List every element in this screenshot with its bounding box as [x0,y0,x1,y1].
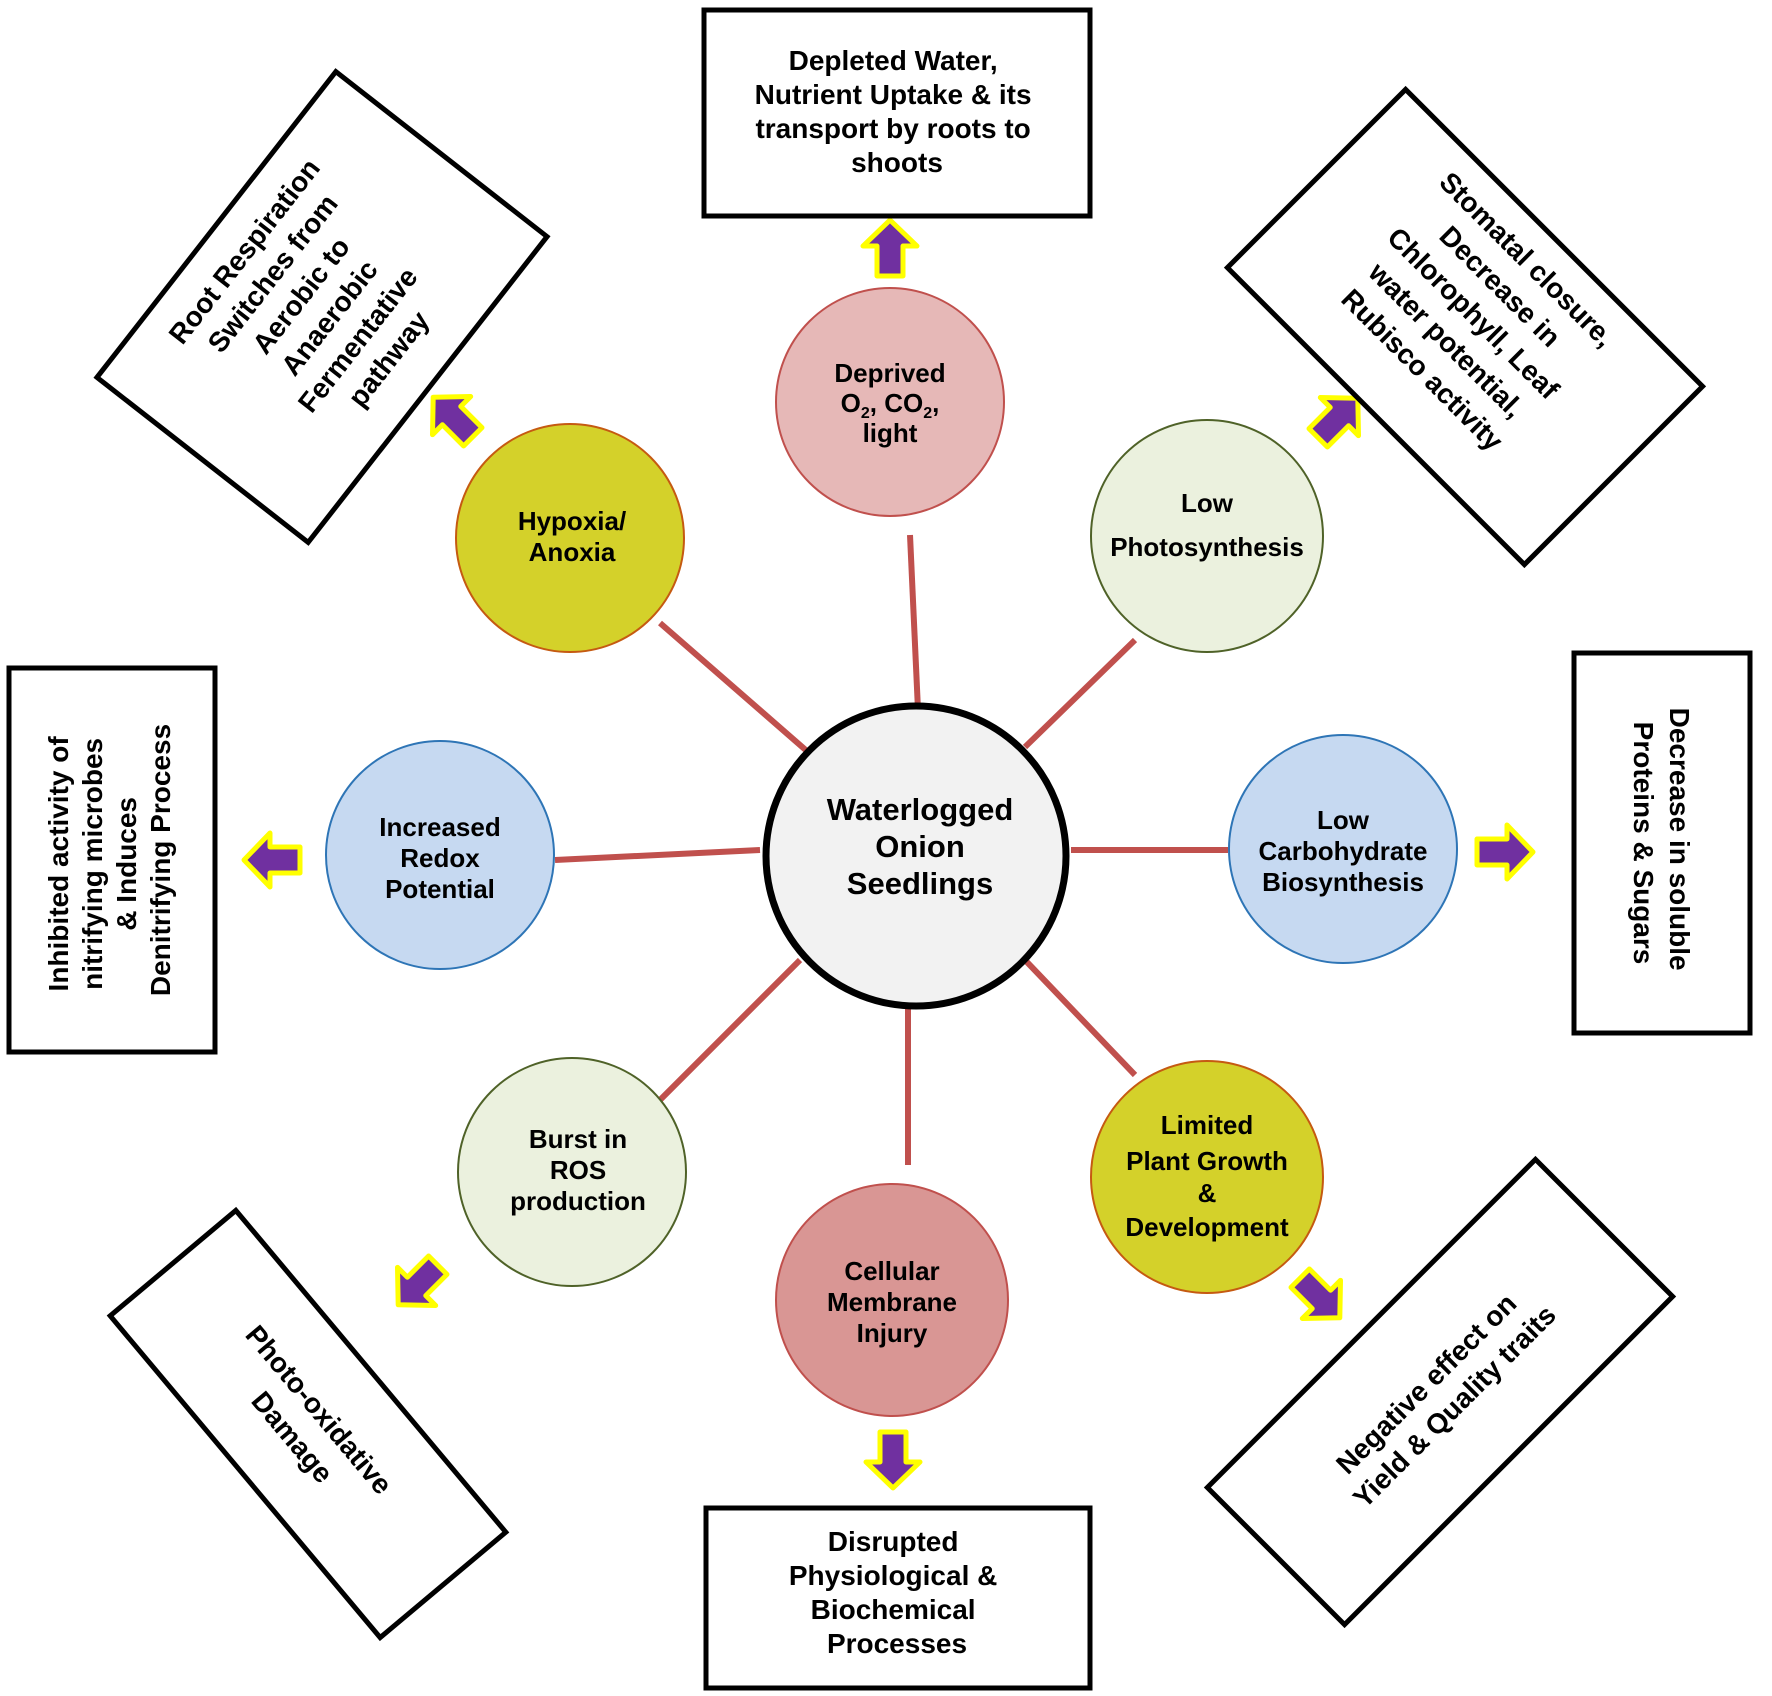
arrow-up-right-icon [1306,394,1362,450]
arrow-down-icon [863,1429,923,1491]
arrow-down-right-icon [1288,1266,1344,1322]
spoke-redox [554,847,761,863]
svg-text:Increased: Increased [379,812,500,842]
box-depleted-water: Depleted Water, Nutrient Uptake & its tr… [701,7,1093,219]
svg-text:Anoxia: Anoxia [529,537,616,567]
node-ros: Burst in ROS production [457,1057,687,1287]
node-redox: Increased Redox Potential [325,740,555,970]
svg-text:&: & [1198,1178,1217,1208]
svg-text:Decrease in soluble Pr: Decrease in soluble Proteins & Sugars [1628,708,1695,979]
node-deprived-line-1: Deprived [834,358,945,388]
arrow-up-left-icon [429,393,485,449]
box-yield: Negative effect on Yield & Quality trait… [1203,1155,1677,1629]
spokes [554,534,1228,1165]
box-respiration: Root Respiration Switches from Aerobic t… [93,68,551,546]
arrow-down-left-icon [394,1253,450,1309]
box-soluble: Decrease in soluble Proteins & Sugars [1571,650,1753,1036]
node-deprived-line-3: light [863,418,918,448]
svg-text:Plant Growth: Plant Growth [1126,1146,1288,1176]
svg-text:Potential: Potential [385,874,495,904]
node-carbohydrate: Low Carbohydrate Biosynthesis [1228,734,1458,964]
svg-text:Development: Development [1125,1212,1289,1242]
svg-text:Burst in: Burst in [529,1124,627,1154]
svg-text:Redox: Redox [400,843,480,873]
node-membrane: Cellular Membrane Injury [775,1183,1009,1417]
svg-text:Inhibited activity of: Inhibited activity of nitrifying microbe… [43,724,176,996]
node-deprived-line-2: O2, CO2, [841,388,940,422]
arrow-left-icon [241,830,303,890]
box-disrupted: Disrupted Physiological & Biochemical Pr… [703,1505,1093,1691]
arrow-up-icon [860,217,920,279]
spoke-growth [1022,957,1138,1078]
node-deprived: Deprived O2, CO2, light [775,287,1005,517]
svg-text:Limited: Limited [1161,1110,1253,1140]
svg-text:Hypoxia/: Hypoxia/ [518,506,626,536]
svg-text:ROS: ROS [550,1155,606,1185]
node-photosynthesis: Low Photosynthesis [1090,419,1324,653]
effect-nodes: Deprived O2, CO2, light Low Photosynthes… [325,287,1458,1417]
box-nitrifying: Inhibited activity of nitrifying microbe… [6,665,218,1055]
spoke-deprived [907,534,921,711]
svg-text:production: production [510,1186,646,1216]
svg-text:Cellular: Cellular [844,1256,939,1286]
arrows [241,217,1536,1491]
svg-text:Biosynthesis: Biosynthesis [1262,867,1424,897]
center-title-line-1: Waterlogged [827,792,1014,827]
node-growth: Limited Plant Growth & Development [1090,1060,1324,1294]
spoke-photosynthesis [1022,637,1138,750]
svg-text:Low: Low [1317,805,1370,835]
svg-text:Injury: Injury [857,1318,928,1348]
svg-text:Carbohydrate: Carbohydrate [1258,836,1427,866]
center-title-line-2: Onion [875,829,965,864]
outcome-boxes: Depleted Water, Nutrient Uptake & its tr… [6,7,1753,1691]
arrow-right-icon [1474,822,1536,882]
center-node: Waterlogged Onion Seedlings [762,702,1070,1010]
svg-text:Photosynthesis: Photosynthesis [1110,532,1304,562]
svg-text:Membrane: Membrane [827,1287,957,1317]
spoke-hypoxia [658,620,810,755]
spoke-ros [657,957,803,1103]
box-photo-oxidative: Photo-oxidative Damage [106,1206,510,1642]
center-title-line-3: Seedlings [847,866,993,901]
node-hypoxia: Hypoxia/ Anoxia [455,423,685,653]
svg-text:Low: Low [1181,488,1234,518]
svg-text:Depleted Water, Nutrie: Depleted Water, Nutrient Uptake & its tr… [755,45,1040,178]
svg-text:Disrupted Physiologica: Disrupted Physiological & Biochemical Pr… [789,1526,1005,1659]
